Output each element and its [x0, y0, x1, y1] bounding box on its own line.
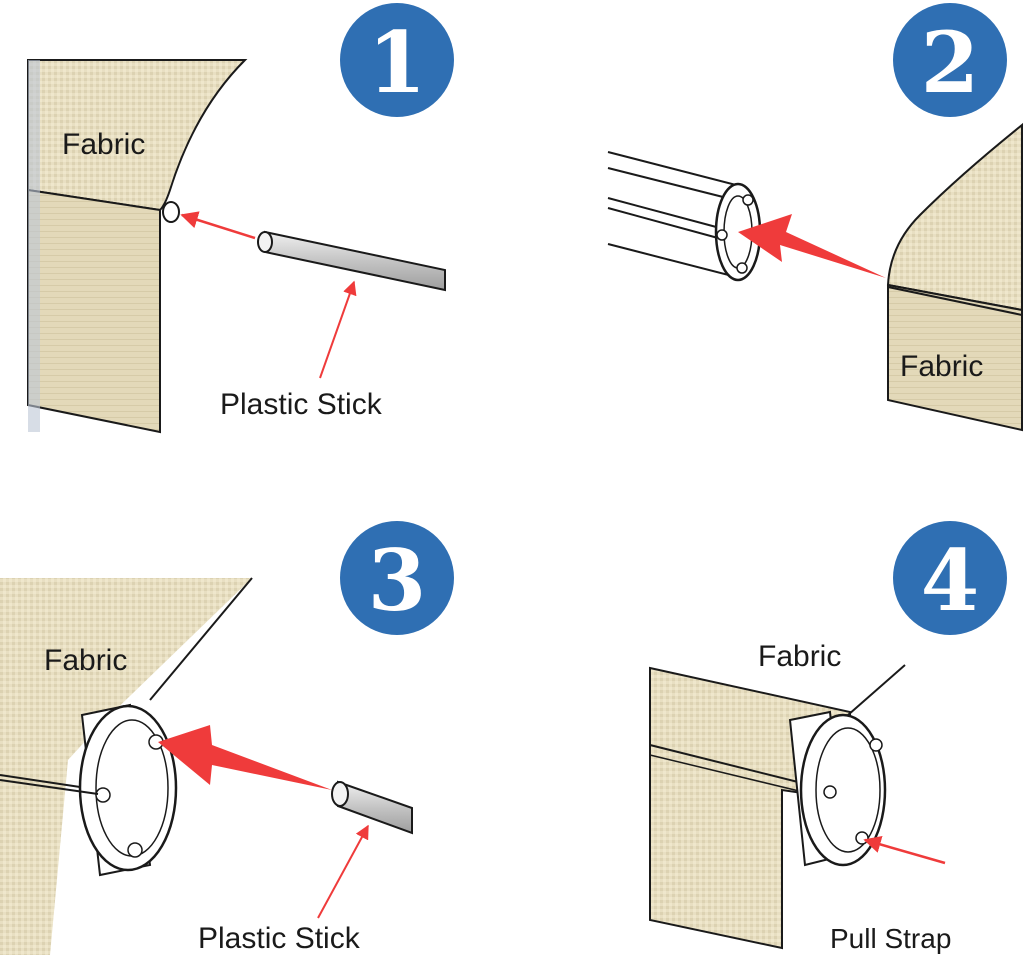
step-2-insert-arrow: [738, 214, 886, 278]
step-1-panel: 1 Fabric Plastic Stick: [27, 3, 454, 434]
step-4-part-label: Pull Strap: [830, 923, 951, 954]
step-4-fabric-label: Fabric: [758, 640, 841, 673]
step-4-panel: 4 Fabric Pull Strap: [649, 521, 1007, 954]
step-3-plastic-stick: [331, 780, 413, 835]
step-4-number-badge: 4: [893, 521, 1007, 635]
step-3-rail-tube: [0, 703, 178, 877]
svg-text:2: 2: [921, 13, 979, 112]
step-3-panel: 3 Fabric Plastic Stick: [0, 521, 454, 955]
svg-text:1: 1: [368, 13, 426, 112]
step-1-fabric-top: [27, 59, 248, 212]
step-2-fabric-top: [886, 122, 1023, 312]
step-3-fabric: [0, 578, 252, 955]
step-3-insert-arrow: [158, 725, 332, 790]
step-1-part-label: Plastic Stick: [220, 388, 383, 421]
step-2-panel: 2 Fabric: [607, 3, 1023, 432]
step-1-insert-arrow: [180, 211, 256, 240]
step-1-plastic-stick: [257, 230, 446, 292]
svg-text:3: 3: [368, 531, 426, 630]
step-3-part-label: Plastic Stick: [198, 922, 361, 955]
step-1-pocket-hole: [162, 201, 180, 223]
step-1-fabric-label: Fabric: [62, 128, 145, 161]
step-2-fabric-front: [887, 283, 1023, 432]
step-3-label-pointer: [317, 824, 369, 919]
step-3-fabric-label: Fabric: [44, 644, 127, 677]
step-1-label-pointer: [319, 280, 357, 379]
svg-text:4: 4: [921, 531, 979, 630]
step-2-rail-tube: [607, 151, 762, 282]
step-2-number-badge: 2: [893, 3, 1007, 117]
step-1-fabric-front: [27, 188, 161, 434]
step-4-rail-tube: [788, 710, 887, 867]
step-3-number-badge: 3: [340, 521, 454, 635]
step-2-fabric-label: Fabric: [900, 350, 983, 383]
step-4-pull-strap-arrow: [863, 835, 946, 865]
step-1-number-badge: 1: [340, 3, 454, 117]
